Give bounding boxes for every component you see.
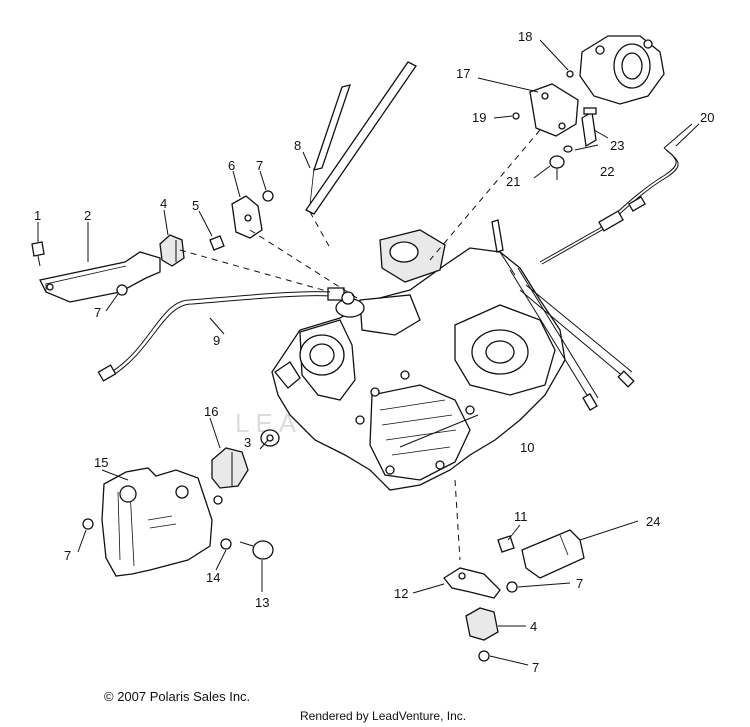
callout-5: 5 xyxy=(192,198,199,213)
hose-23[interactable] xyxy=(581,107,597,148)
bolt-1[interactable] xyxy=(31,241,45,267)
sensor-21[interactable] xyxy=(549,155,565,180)
callout-3: 3 xyxy=(244,435,251,450)
callout-22: 22 xyxy=(600,164,614,179)
callout-7: 7 xyxy=(64,548,71,563)
callout-7: 7 xyxy=(94,305,101,320)
engine-mount-16[interactable] xyxy=(211,447,249,489)
screw-18[interactable] xyxy=(566,70,574,78)
callout-8: 8 xyxy=(294,138,301,153)
callout-24: 24 xyxy=(646,514,660,529)
callout-7: 7 xyxy=(256,158,263,173)
callout-4: 4 xyxy=(530,619,537,634)
callout-10: 10 xyxy=(520,440,534,455)
callout-7: 7 xyxy=(532,660,539,675)
callout-14: 14 xyxy=(206,570,220,585)
engine-mount-4-upper[interactable] xyxy=(159,234,185,267)
callout-15: 15 xyxy=(94,455,108,470)
callout-labels: 1 2 4 5 6 7 7 8 9 10 11 12 13 14 15 16 3… xyxy=(34,29,714,675)
washer-3[interactable] xyxy=(260,429,280,447)
bolt-13[interactable] xyxy=(239,540,274,560)
callout-20: 20 xyxy=(700,110,714,125)
engine-mount-4-lower[interactable] xyxy=(465,607,499,641)
callout-6: 6 xyxy=(228,158,235,173)
callout-18: 18 xyxy=(518,29,532,44)
clamp-22[interactable] xyxy=(563,145,573,153)
nut-14[interactable] xyxy=(220,538,232,550)
nut-7-lower-right-a[interactable] xyxy=(506,581,518,593)
bracket-12[interactable] xyxy=(443,567,501,599)
callout-2: 2 xyxy=(84,208,91,223)
callout-23: 23 xyxy=(610,138,624,153)
rendered-by-text: Rendered by LeadVenture, Inc. xyxy=(300,709,467,723)
throttle-cable-20[interactable] xyxy=(539,123,693,265)
callout-1: 1 xyxy=(34,208,41,223)
nut-7-upper[interactable] xyxy=(262,190,274,202)
bolt-11[interactable] xyxy=(497,535,515,553)
callout-9: 9 xyxy=(213,333,220,348)
ground-cable-9[interactable] xyxy=(97,287,355,382)
bracket-15[interactable] xyxy=(101,467,213,577)
copyright-text: © 2007 Polaris Sales Inc. xyxy=(104,689,251,704)
callout-19: 19 xyxy=(472,110,486,125)
callout-11: 11 xyxy=(514,509,528,524)
callout-16: 16 xyxy=(204,404,218,419)
screw-19[interactable] xyxy=(512,112,520,120)
throttle-body-18[interactable] xyxy=(579,35,665,105)
bolt-5[interactable] xyxy=(209,235,225,251)
callout-17: 17 xyxy=(456,66,470,81)
callout-13: 13 xyxy=(255,595,269,610)
nut-7-lower-left[interactable] xyxy=(82,518,94,530)
callout-21: 21 xyxy=(506,174,520,189)
callout-12: 12 xyxy=(394,586,408,601)
nut-7-lower-right-b[interactable] xyxy=(478,650,490,662)
bracket-2[interactable] xyxy=(39,251,161,303)
stabilizer-rod-8[interactable] xyxy=(305,61,417,215)
leader-lines xyxy=(37,39,700,666)
nut-7-left[interactable] xyxy=(116,284,128,296)
callout-7: 7 xyxy=(576,576,583,591)
cover-17[interactable] xyxy=(529,83,579,137)
engine-assembly[interactable] xyxy=(271,219,635,491)
boot-24[interactable] xyxy=(521,529,585,579)
callout-4: 4 xyxy=(160,196,167,211)
